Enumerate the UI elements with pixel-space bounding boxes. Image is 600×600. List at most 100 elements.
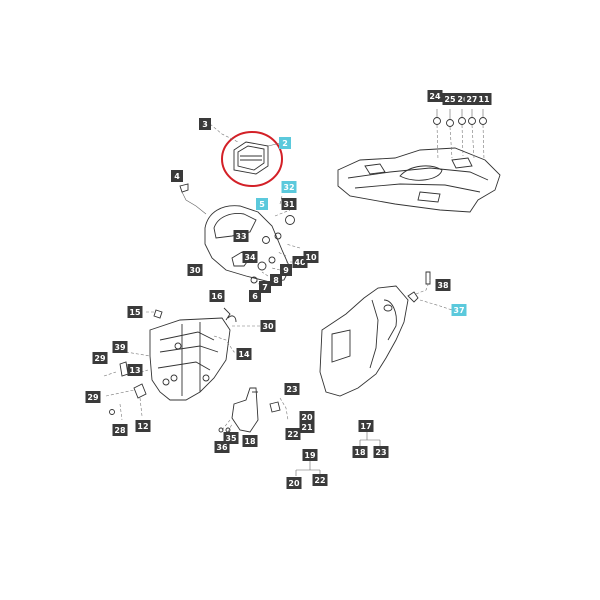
part-label-box [242,435,258,447]
part-label-text: 11 [478,95,490,104]
part-label-text: 37 [453,306,464,315]
part-label-3: 3 [199,118,211,130]
part-label-text: 36 [216,443,228,452]
part-label-34: 34 [242,251,258,263]
part-label-box [249,290,261,302]
part-label-text: 33 [235,232,246,241]
part-label-box [451,304,467,316]
part-label-text: 6 [252,292,258,301]
part-label-box [373,446,389,458]
part-label-10: 10 [303,251,319,263]
part-label-box [199,118,211,130]
part-label-text: 7 [262,283,268,292]
part-label-9: 9 [280,264,292,276]
instrument-bezel [179,183,301,287]
part-label-20: 20 [299,411,315,423]
part-label-box [435,279,451,291]
part-label-14: 14 [236,348,252,360]
part-label-text: 25 [444,95,456,104]
part-label-text: 21 [301,423,313,432]
part-label-38: 38 [435,279,451,291]
part-label-text: 22 [314,476,325,485]
part-label-19: 19 [302,449,318,461]
group-bracket-19 [295,460,321,476]
dashboard-panel [337,147,501,213]
part-label-box [464,93,480,105]
group-bracket-17 [359,431,381,446]
part-label-box [279,137,291,149]
part-label-2: 2 [279,137,291,149]
part-label-39: 39 [112,341,128,353]
part-label-7: 7 [259,281,271,293]
part-label-text: 16 [211,292,223,301]
part-label-28: 28 [112,424,128,436]
part-label-text: 4 [174,172,180,181]
part-label-text: 40 [294,258,306,267]
pedal-bracket-assembly [103,307,260,421]
part-label-25: 25 [442,93,458,105]
part-label-20: 20 [286,477,302,489]
part-label-text: 31 [283,200,295,209]
part-label-box [280,264,292,276]
part-label-8: 8 [270,274,282,286]
part-label-18: 18 [352,446,368,458]
part-label-5: 5 [256,198,268,210]
part-label-box [171,170,183,182]
part-label-13: 13 [127,364,143,376]
part-label-box [135,420,151,432]
part-label-box [127,306,143,318]
part-label-36: 36 [214,441,230,453]
switch-cluster [433,109,487,161]
part-label-29: 29 [92,352,108,364]
part-label-text: 13 [129,366,140,375]
part-label-box [285,428,301,440]
part-label-30: 30 [260,320,276,332]
part-label-box [312,474,328,486]
part-label-text: 3 [202,120,208,129]
part-label-12: 12 [135,420,151,432]
part-label-text: 18 [244,437,256,446]
part-label-4: 4 [171,170,183,182]
part-label-6: 6 [249,290,261,302]
part-label-box [286,477,302,489]
part-label-24: 24 [427,90,443,102]
part-label-text: 29 [87,393,99,402]
part-label-text: 5 [259,200,265,209]
part-label-box [259,281,271,293]
part-label-text: 34 [244,253,256,262]
part-label-box [187,264,203,276]
part-label-23: 23 [373,446,389,458]
part-label-box [358,420,374,432]
highlighted-part-2 [221,131,283,187]
part-label-text: 17 [360,422,371,431]
part-label-box [352,446,368,458]
part-label-text: 35 [225,434,237,443]
part-label-box [236,348,252,360]
part-label-27: 27 [464,93,480,105]
part-label-box [260,320,276,332]
part-label-17: 17 [358,420,374,432]
part-label-text: 22 [287,430,298,439]
part-label-box [284,383,300,395]
part-label-23: 23 [284,383,300,395]
part-label-text: 10 [305,253,317,262]
part-label-32: 32 [281,181,297,193]
part-label-text: 18 [354,448,366,457]
side-panel [319,271,453,397]
part-label-box [209,290,225,302]
part-label-box [442,93,458,105]
part-label-text: 23 [375,448,386,457]
part-label-text: 23 [286,385,297,394]
part-label-box [112,341,128,353]
part-label-box [233,230,249,242]
part-label-text: 38 [437,281,449,290]
part-label-box [112,424,128,436]
part-label-30: 30 [187,264,203,276]
part-label-box [281,198,297,210]
part-label-box [127,364,143,376]
part-label-text: 8 [273,276,279,285]
part-label-text: 30 [189,266,201,275]
part-label-text: 15 [129,308,141,317]
part-label-box [299,421,315,433]
part-label-text: 9 [283,266,289,275]
